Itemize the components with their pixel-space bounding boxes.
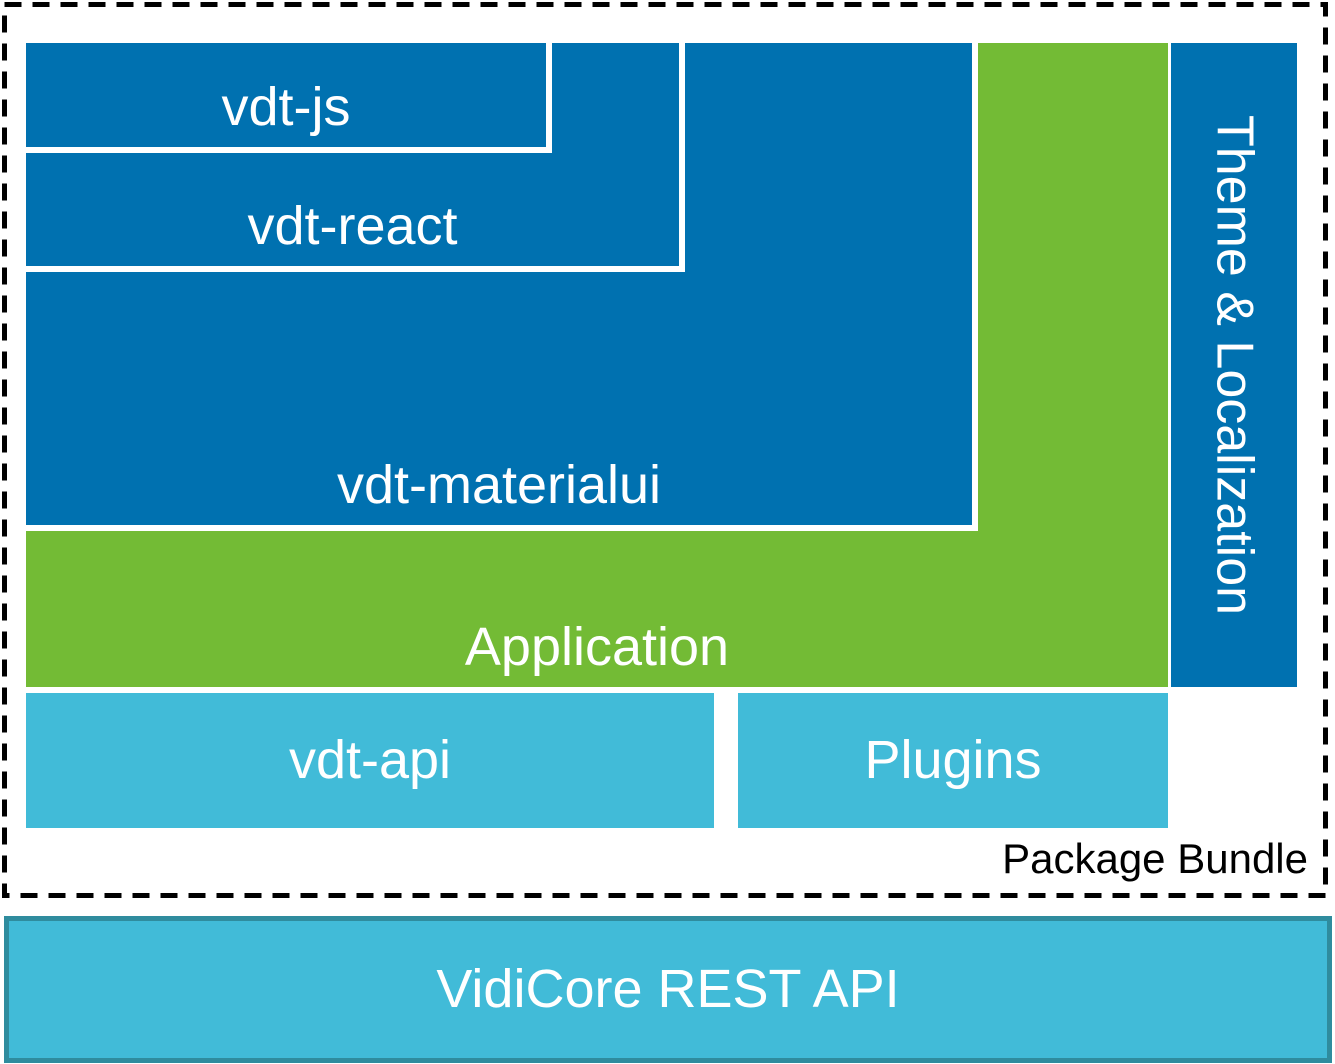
vdt-materialui-label: vdt-materialui: [336, 454, 662, 515]
theme-localization-label: Theme & Localization: [1205, 114, 1264, 616]
vdt-js-box: vdt-js: [26, 43, 552, 153]
vdt-react-label: vdt-react: [247, 195, 458, 256]
plugins-box: Plugins: [738, 693, 1168, 828]
vdt-js-label: vdt-js: [221, 76, 351, 137]
vdt-api-label: vdt-api: [288, 729, 452, 790]
package-bundle-caption: Package Bundle: [1002, 835, 1308, 882]
theme-localization-box: Theme & Localization: [1171, 43, 1297, 687]
vidicore-rest-api-box: VidiCore REST API: [4, 916, 1332, 1063]
application-label: Application: [464, 616, 730, 677]
vidicore-rest-api-label: VidiCore REST API: [436, 958, 900, 1019]
plugins-label: Plugins: [864, 729, 1042, 790]
vdt-api-box: vdt-api: [26, 693, 714, 828]
